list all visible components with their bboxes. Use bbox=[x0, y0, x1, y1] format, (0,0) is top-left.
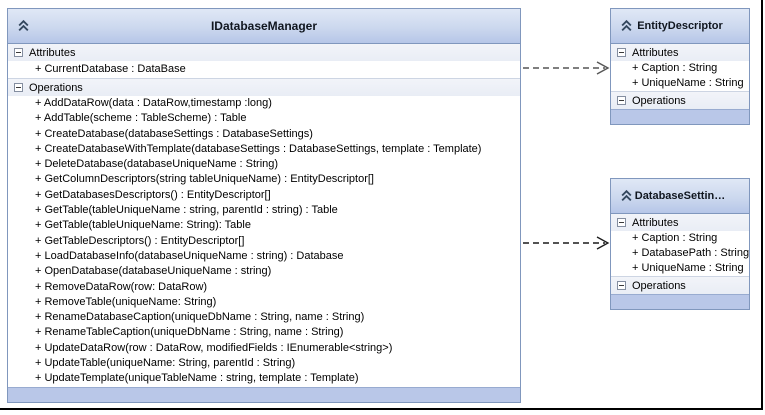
section-label: Attributes bbox=[632, 46, 679, 59]
section-label: Operations bbox=[632, 94, 686, 107]
member-row[interactable]: + OpenDatabase(databaseUniqueName : stri… bbox=[8, 264, 520, 280]
class-footer-bar bbox=[611, 294, 749, 309]
member-row[interactable]: + CreateDatabase(databaseSettings : Data… bbox=[8, 126, 520, 142]
member-row[interactable]: + GetDatabasesDescriptors() : EntityDesc… bbox=[8, 187, 520, 204]
section-header-operations[interactable]: Operations bbox=[611, 276, 749, 294]
member-row[interactable]: + UpdateTemplate(uniqueTableName : strin… bbox=[8, 371, 520, 387]
collapse-minus-icon[interactable] bbox=[617, 48, 626, 57]
screen-edge-right bbox=[761, 0, 763, 410]
member-row[interactable]: + RenameTableCaption(uniqueDbName : Stri… bbox=[8, 325, 520, 341]
collapse-chevron-icon[interactable] bbox=[618, 17, 634, 33]
collapse-minus-icon[interactable] bbox=[14, 83, 23, 92]
collapse-minus-icon[interactable] bbox=[617, 281, 626, 290]
class-title: DatabaseSettin… bbox=[634, 190, 726, 202]
member-row[interactable]: + GetColumnDescriptors(string tableUniqu… bbox=[8, 172, 520, 188]
class-footer-bar bbox=[611, 109, 749, 124]
screen-edge-bottom bbox=[0, 408, 763, 410]
section-header-attributes[interactable]: Attributes bbox=[8, 44, 520, 61]
class-title: EntityDescriptor bbox=[637, 20, 723, 32]
member-row[interactable]: + Caption : String bbox=[611, 231, 749, 246]
member-row[interactable]: + UpdateDataRow(row : DataRow, modifiedF… bbox=[8, 340, 520, 357]
member-row[interactable]: + GetTable(tableUniqueName : string, par… bbox=[8, 203, 520, 219]
member-row[interactable]: + GetTable(tableUniqueName: String): Tab… bbox=[8, 218, 520, 234]
member-row[interactable]: + CreateDatabaseWithTemplate(databaseSet… bbox=[8, 141, 520, 158]
section-label: Attributes bbox=[632, 216, 679, 229]
member-row[interactable]: + UpdateTable(uniqueName: String, parent… bbox=[8, 356, 520, 372]
class-footer-bar bbox=[8, 386, 520, 402]
member-row[interactable]: + CurrentDatabase : DataBase bbox=[8, 61, 520, 78]
member-row[interactable]: + DatabasePath : String bbox=[611, 246, 749, 261]
section-label: Operations bbox=[632, 279, 686, 292]
collapse-minus-icon[interactable] bbox=[617, 218, 626, 227]
collapse-minus-icon[interactable] bbox=[617, 96, 626, 105]
member-row[interactable]: + RemoveTable(uniqueName: String) bbox=[8, 294, 520, 311]
collapse-minus-icon[interactable] bbox=[14, 48, 23, 57]
member-row[interactable]: + DeleteDatabase(databaseUniqueName : St… bbox=[8, 157, 520, 173]
section-header-operations[interactable]: Operations bbox=[611, 91, 749, 109]
member-row[interactable]: + RenameDatabaseCaption(uniqueDbName : S… bbox=[8, 310, 520, 326]
section-header-attributes[interactable]: Attributes bbox=[611, 44, 749, 61]
collapse-chevron-icon[interactable] bbox=[618, 187, 634, 203]
member-row[interactable]: + AddTable(scheme : TableScheme) : Table bbox=[8, 111, 520, 127]
member-row[interactable]: + AddDataRow(data : DataRow,timestamp :l… bbox=[8, 96, 520, 112]
section-header-attributes[interactable]: Attributes bbox=[611, 214, 749, 231]
member-row[interactable]: + GetTableDescriptors() : EntityDescript… bbox=[8, 233, 520, 249]
member-row[interactable]: + LoadDatabaseInfo(databaseUniqueName : … bbox=[8, 248, 520, 265]
collapse-chevron-icon[interactable] bbox=[15, 17, 31, 33]
member-row[interactable]: + UniqueName : String bbox=[611, 261, 749, 276]
class-entitydescriptor[interactable]: EntityDescriptor Attributes + Caption : … bbox=[610, 8, 750, 125]
section-header-operations[interactable]: Operations bbox=[8, 78, 520, 96]
member-row[interactable]: + RemoveDataRow(row: DataRow) bbox=[8, 279, 520, 295]
class-idatabasemanager[interactable]: IDatabaseManager Attributes + CurrentDat… bbox=[7, 8, 521, 403]
member-row[interactable]: + UniqueName : String bbox=[611, 76, 749, 91]
class-title: IDatabaseManager bbox=[210, 19, 318, 33]
association-arrow-databasesettings[interactable] bbox=[523, 236, 610, 250]
class-title-bar[interactable]: IDatabaseManager bbox=[8, 9, 520, 44]
section-label: Operations bbox=[29, 81, 83, 94]
member-row[interactable]: + Caption : String bbox=[611, 61, 749, 76]
section-label: Attributes bbox=[29, 46, 76, 59]
class-databasesettings[interactable]: DatabaseSettin… Attributes + Caption : S… bbox=[610, 178, 750, 310]
class-title-bar[interactable]: DatabaseSettin… bbox=[611, 179, 749, 214]
class-title-bar[interactable]: EntityDescriptor bbox=[611, 9, 749, 44]
association-arrow-entitydescriptor[interactable] bbox=[523, 61, 610, 75]
